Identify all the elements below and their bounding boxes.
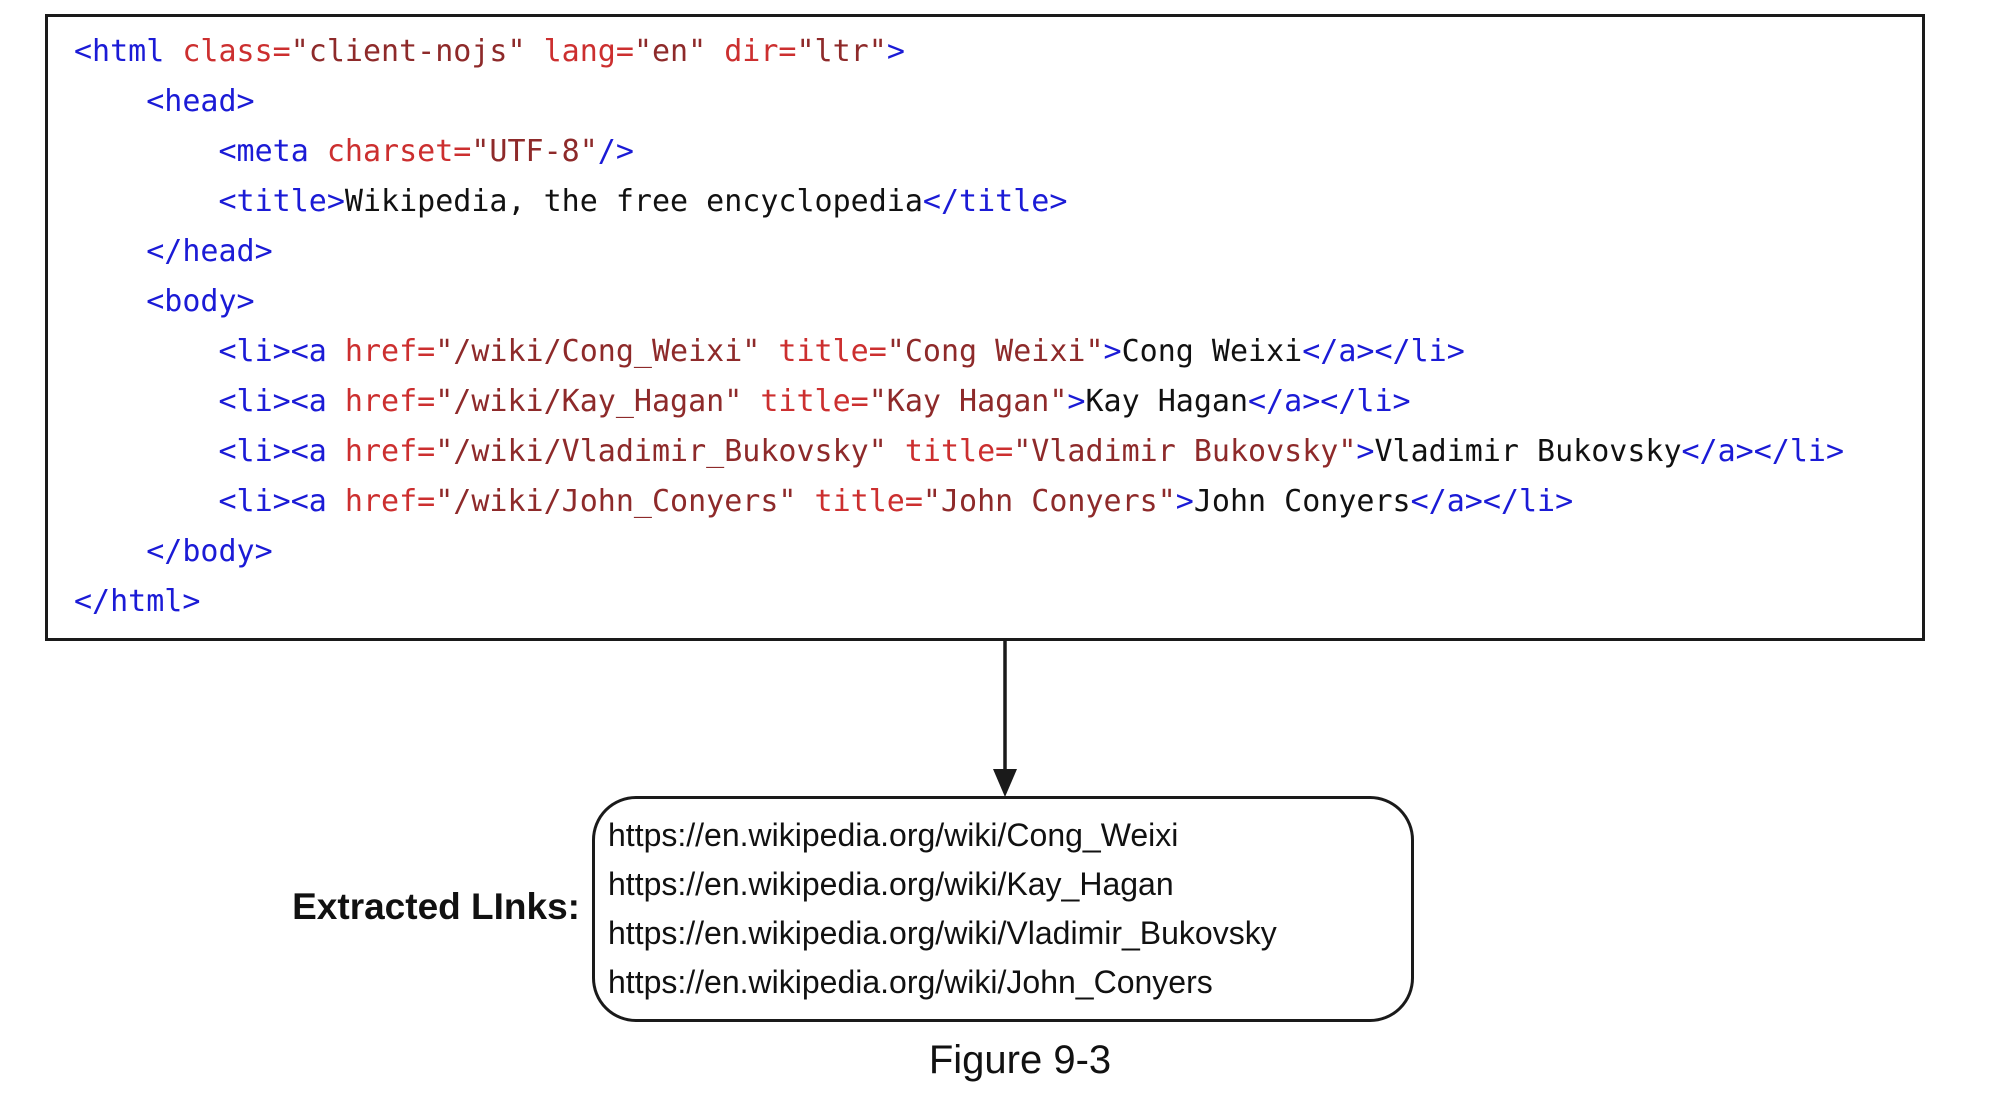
code-line: <li><a href="/wiki/Vladimir_Bukovsky" ti… bbox=[74, 427, 1896, 477]
code-line: <li><a href="/wiki/Cong_Weixi" title="Co… bbox=[74, 327, 1896, 377]
code-token-val: "/wiki/Cong_Weixi" bbox=[435, 334, 761, 369]
code-token-tag: > bbox=[1356, 434, 1375, 469]
code-line: <html class="client-nojs" lang="en" dir=… bbox=[74, 27, 1896, 77]
code-token-val: "UTF-8" bbox=[471, 134, 598, 169]
code-token-text: John Conyers bbox=[1193, 484, 1411, 519]
code-token-attr: dir= bbox=[706, 34, 797, 69]
code-token-val: "/wiki/John_Conyers" bbox=[435, 484, 797, 519]
code-token-tag: <head> bbox=[146, 84, 255, 119]
code-token-tag: <meta bbox=[218, 134, 327, 169]
code-token-tag: </html> bbox=[74, 584, 201, 619]
extracted-url: https://en.wikipedia.org/wiki/Kay_Hagan bbox=[608, 866, 1174, 902]
code-token-tag: <li><a bbox=[218, 384, 345, 419]
code-token-tag: </a></li> bbox=[1248, 384, 1411, 419]
code-token-val: "en" bbox=[633, 34, 707, 69]
code-token-tag: <body> bbox=[146, 284, 255, 319]
code-token-tag: </a></li> bbox=[1410, 484, 1574, 519]
code-token-tag: > bbox=[1175, 484, 1194, 519]
extracted-url: https://en.wikipedia.org/wiki/John_Conye… bbox=[608, 964, 1213, 1000]
code-token-tag: </body> bbox=[146, 534, 273, 569]
html-source-code: <html class="client-nojs" lang="en" dir=… bbox=[74, 27, 1896, 627]
code-token-val: "/wiki/Vladimir_Bukovsky" bbox=[435, 434, 887, 469]
code-token-val: "Cong Weixi" bbox=[886, 334, 1104, 369]
code-token-attr: title= bbox=[796, 484, 923, 519]
code-line: </html> bbox=[74, 577, 1896, 627]
code-token-attr: lang= bbox=[525, 34, 634, 69]
down-arrow-icon bbox=[993, 641, 1017, 797]
code-token-val: "ltr" bbox=[796, 34, 887, 69]
code-token-tag: <title> bbox=[218, 184, 345, 219]
code-token-val: "client-nojs" bbox=[290, 34, 526, 69]
code-token-tag: /> bbox=[597, 134, 634, 169]
code-token-attr: href= bbox=[344, 434, 436, 469]
extracted-url-list: https://en.wikipedia.org/wiki/Cong_Weixi… bbox=[608, 811, 1403, 1007]
code-token-tag: <li><a bbox=[218, 484, 345, 519]
code-token-val: "Vladimir Bukovsky" bbox=[1013, 434, 1357, 469]
figure-caption: Figure 9-3 bbox=[928, 1038, 1112, 1082]
code-token-attr: charset= bbox=[326, 134, 472, 169]
code-token-attr: href= bbox=[344, 484, 436, 519]
code-token-tag: > bbox=[1067, 384, 1086, 419]
extracted-url: https://en.wikipedia.org/wiki/Cong_Weixi bbox=[608, 817, 1179, 853]
code-token-tag: <li><a bbox=[218, 434, 345, 469]
code-token-text: Cong Weixi bbox=[1121, 334, 1303, 369]
code-token-attr: title= bbox=[742, 384, 869, 419]
code-token-tag: <html bbox=[74, 34, 183, 69]
extracted-links-label: Extracted LInks: bbox=[292, 886, 580, 927]
code-token-tag: <li><a bbox=[218, 334, 345, 369]
code-token-tag: </title> bbox=[922, 184, 1068, 219]
extracted-links-box: https://en.wikipedia.org/wiki/Cong_Weixi… bbox=[592, 796, 1414, 1022]
code-line: <li><a href="/wiki/Kay_Hagan" title="Kay… bbox=[74, 377, 1896, 427]
code-token-val: "/wiki/Kay_Hagan" bbox=[435, 384, 743, 419]
code-token-tag: > bbox=[1103, 334, 1122, 369]
code-token-text: Kay Hagan bbox=[1085, 384, 1249, 419]
code-token-attr: class= bbox=[182, 34, 291, 69]
code-token-tag: </a></li> bbox=[1302, 334, 1465, 369]
code-token-attr: title= bbox=[886, 434, 1014, 469]
code-token-attr: href= bbox=[344, 384, 436, 419]
code-token-val: "John Conyers" bbox=[922, 484, 1176, 519]
code-line: <body> bbox=[74, 277, 1896, 327]
code-token-attr: title= bbox=[760, 334, 887, 369]
extracted-url: https://en.wikipedia.org/wiki/Vladimir_B… bbox=[608, 915, 1277, 951]
code-token-text: Wikipedia, the free encyclopedia bbox=[344, 184, 923, 219]
code-line: </head> bbox=[74, 227, 1896, 277]
code-token-val: "Kay Hagan" bbox=[868, 384, 1068, 419]
code-line: <li><a href="/wiki/John_Conyers" title="… bbox=[74, 477, 1896, 527]
code-line: <head> bbox=[74, 77, 1896, 127]
code-line: <meta charset="UTF-8"/> bbox=[74, 127, 1896, 177]
code-token-tag: </head> bbox=[146, 234, 273, 269]
html-source-panel: <html class="client-nojs" lang="en" dir=… bbox=[45, 14, 1925, 641]
code-token-attr: href= bbox=[344, 334, 436, 369]
code-token-text: Vladimir Bukovsky bbox=[1374, 434, 1682, 469]
code-token-tag: </a></li> bbox=[1681, 434, 1845, 469]
code-token-tag: > bbox=[886, 34, 905, 69]
code-line: </body> bbox=[74, 527, 1896, 577]
code-line: <title>Wikipedia, the free encyclopedia<… bbox=[74, 177, 1896, 227]
